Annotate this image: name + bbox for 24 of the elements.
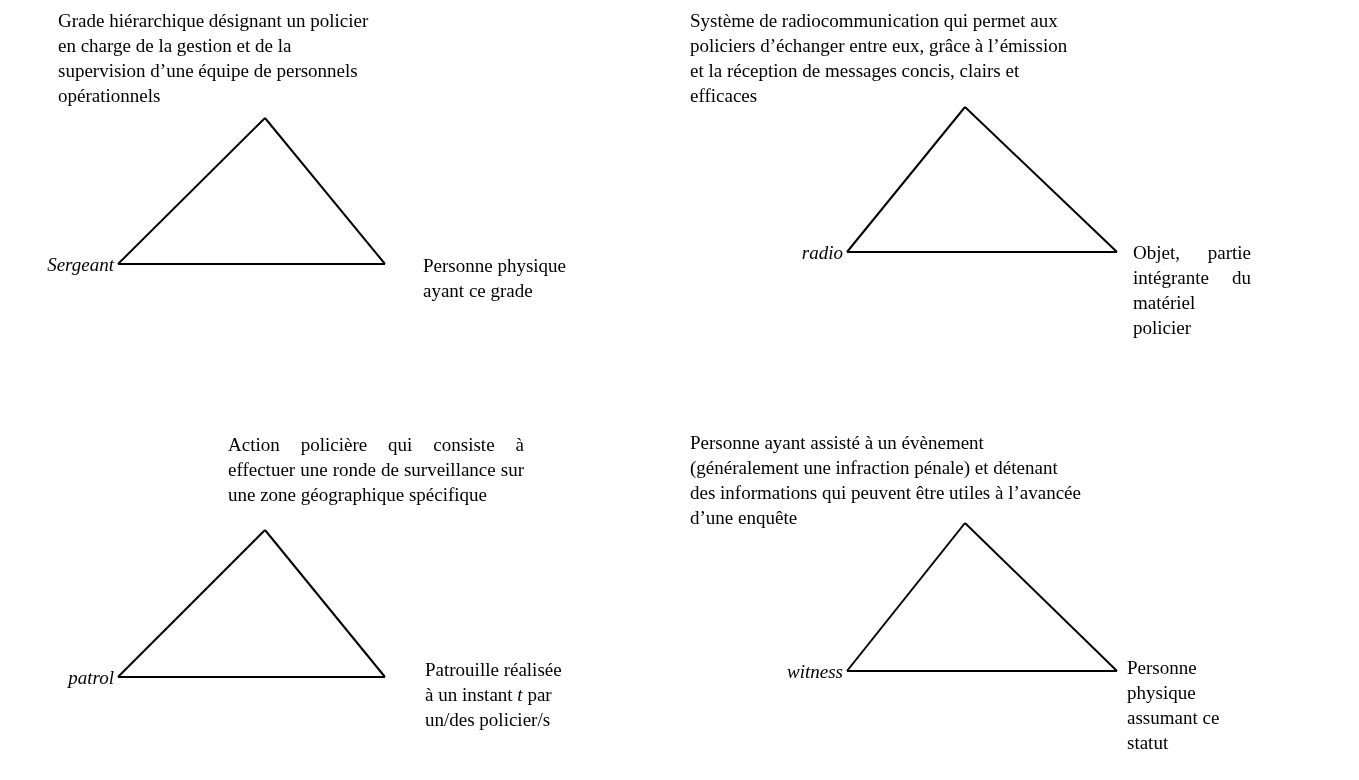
triangle-side	[264, 117, 386, 265]
definition-text: Action policière qui consiste à effectuer une ronde de surveillance sur une zone géographique spécifique	[228, 433, 524, 507]
referent-text: Objet, partie intégrante du matériel policier	[1133, 241, 1251, 340]
term-text: patrol	[66, 666, 114, 690]
definition-text: Grade hiérarchique désignant un policier en charge de la gestion et de la supervision d’une équipe de personnels opérationnels	[58, 9, 370, 108]
triangle-side	[117, 117, 266, 265]
triangle-side	[846, 670, 1118, 672]
triangle-side	[117, 263, 386, 265]
term-text: Sergeant	[46, 253, 114, 277]
definition-text: Système de radiocommunication qui permet aux policiers d’échanger entre eux, grâce à l’émission et la réception de messages concis, clairs et efficaces	[690, 9, 1069, 108]
referent-text: Personne physique assumant ce statut	[1127, 656, 1221, 755]
definition-text: Personne ayant assisté à un évènement (généralement une infraction pénale) et détenant des informations qui peuvent être utiles à l’avancée d’une enquête	[690, 431, 1082, 530]
triangle-side	[117, 529, 266, 678]
referent-text: Patrouille réalisée à un instant t par un/des policier/s	[425, 658, 563, 732]
triangle-side	[117, 676, 386, 678]
triangle-side	[846, 522, 966, 672]
triangle-side	[964, 522, 1118, 672]
referent-text: Personne physique ayant ce grade	[423, 254, 567, 303]
triangle-side	[846, 106, 966, 253]
triangle-side	[964, 106, 1118, 253]
triangle-side	[264, 529, 386, 678]
triangle-side	[846, 251, 1118, 253]
term-text: radio	[800, 241, 843, 265]
term-text: witness	[786, 660, 843, 684]
